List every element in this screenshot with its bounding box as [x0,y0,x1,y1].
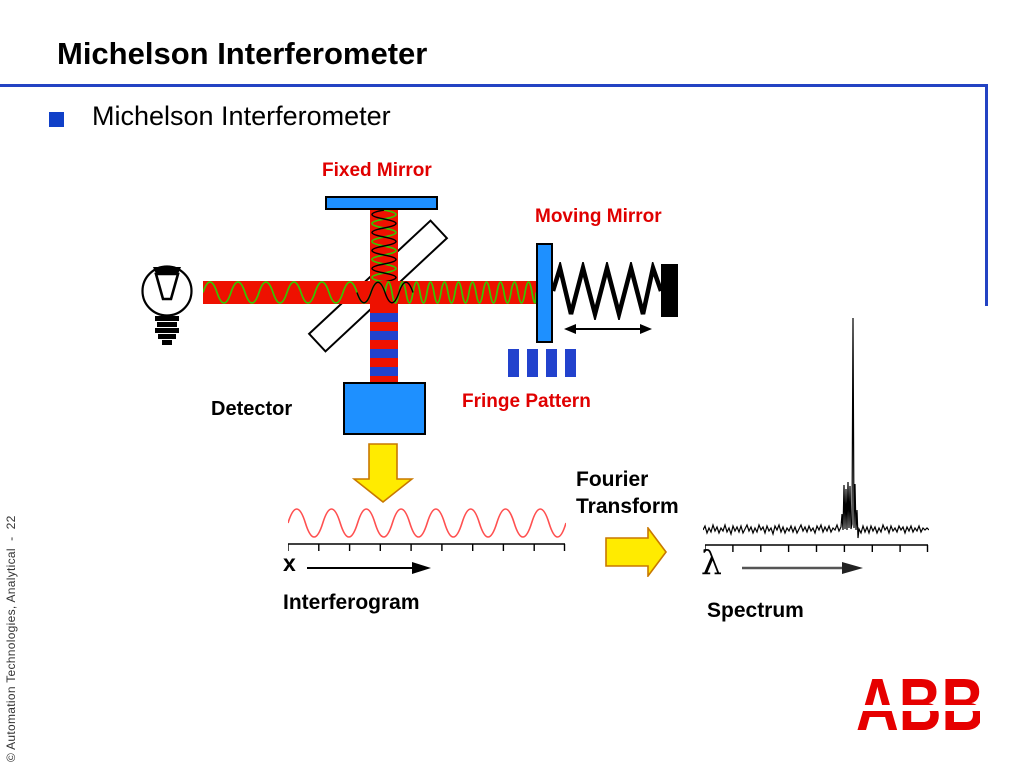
fourier-transform-label: Fourier Transform [576,466,679,520]
spectrum-axis [705,544,929,552]
spectrum-label: Spectrum [707,599,804,622]
fringe-pattern-bars [508,349,576,377]
lambda-axis-label: λ [701,543,722,582]
right-border-line [985,84,988,306]
page-title: Michelson Interferometer [57,36,428,71]
interferogram-axis [288,543,566,551]
spring-anchor-block [661,264,678,317]
spring [553,262,663,320]
title-rule [0,84,988,87]
fixed-mirror [325,196,438,210]
fringe-pattern-label: Fringe Pattern [462,391,591,412]
abb-logo: ABB [856,678,980,736]
fringe-bar [546,349,557,377]
moving-mirror [536,243,553,343]
detector-box [343,382,426,435]
fourier-line2: Transform [576,495,679,518]
fringe-bar [508,349,519,377]
down-arrow-icon [352,443,414,504]
fringe-bar [527,349,538,377]
right-arrow-icon [605,527,667,577]
copyright-vertical-text: © Automation Technologies, Analytical - … [4,515,18,762]
x-axis-label: x [283,550,296,576]
detector-label: Detector [211,398,293,420]
interferogram-wave [288,508,566,538]
x-axis-arrow-icon [307,562,431,574]
spectrum-plot [703,317,929,539]
light-bulb-icon [141,265,193,345]
fourier-line1: Fourier [576,468,649,491]
moving-mirror-label: Moving Mirror [535,206,662,227]
lambda-axis-arrow-icon [742,562,863,574]
abb-logo-stripe [856,705,980,711]
interference-beam [370,304,398,382]
fringe-bar [565,349,576,377]
bullet-square-icon [49,112,64,127]
motion-double-arrow-icon [564,324,652,334]
horizontal-beam [203,281,536,304]
fixed-mirror-label: Fixed Mirror [322,160,432,181]
interferogram-label: Interferogram [283,591,420,614]
bullet-text: Michelson Interferometer [92,101,391,131]
